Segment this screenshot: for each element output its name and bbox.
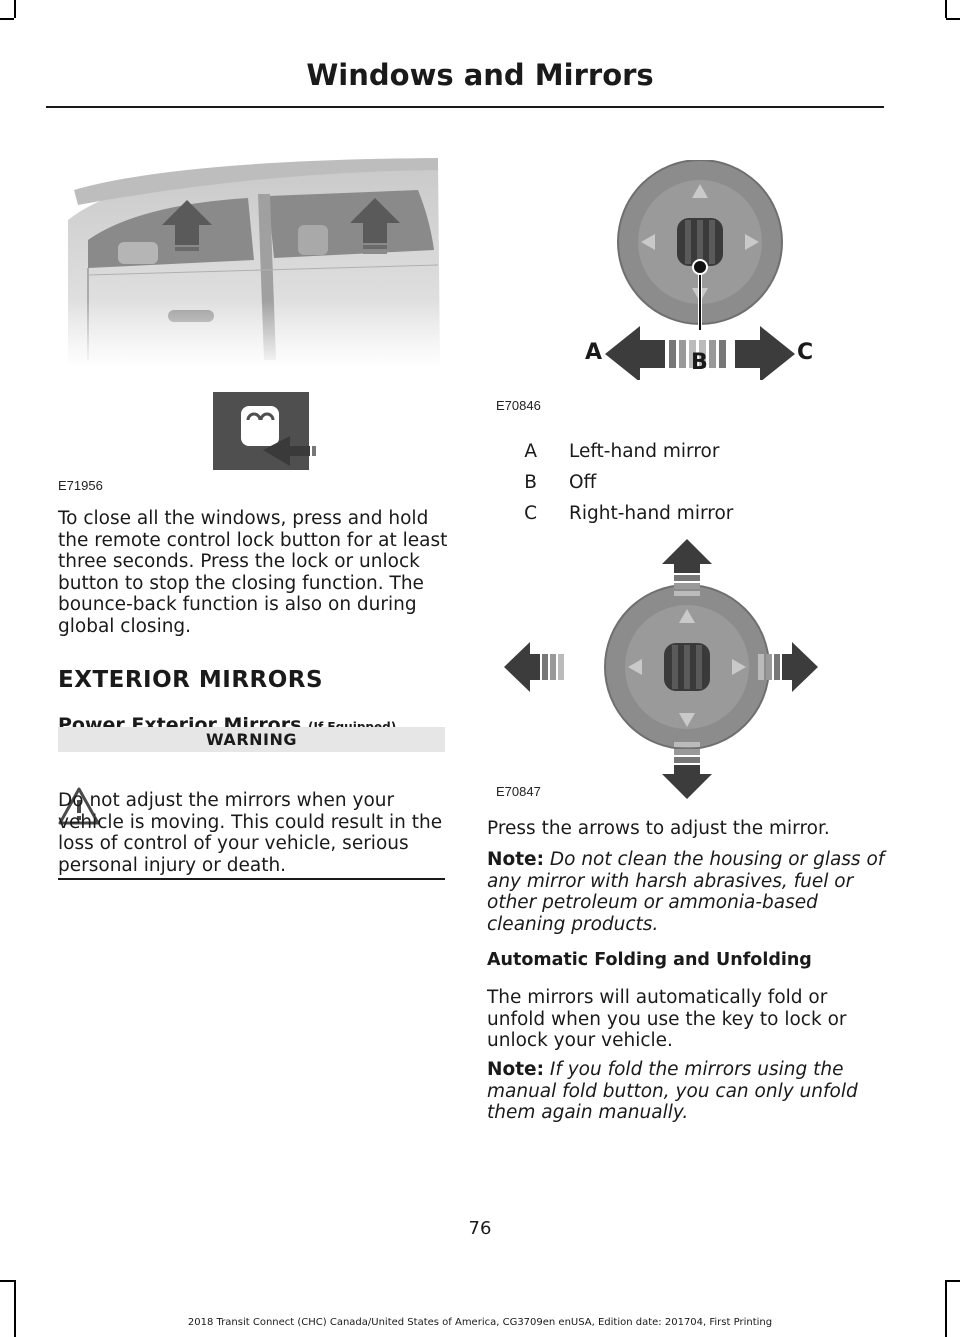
- warning-triangle-icon: [58, 787, 100, 825]
- arrow-up-icon: [662, 539, 712, 596]
- note-label: Note:: [487, 1059, 544, 1080]
- closing-instructions: To close all the windows, press and hold…: [58, 508, 448, 637]
- adjust-instructions: Press the arrows to adjust the mirror.: [487, 818, 830, 839]
- crop-mark: [946, 18, 960, 20]
- manual-fold-note: Note: If you fold the mirrors using the …: [487, 1059, 887, 1124]
- page-number: 76: [468, 1218, 492, 1239]
- legend-key: C: [524, 503, 537, 524]
- arrow-right-icon: [758, 642, 818, 692]
- window-up-arrow-icon: [162, 200, 212, 256]
- crop-mark: [14, 1280, 16, 1337]
- crop-mark: [0, 1280, 14, 1282]
- callout-a: A: [585, 340, 603, 365]
- mirror-switch-illustration: [605, 160, 795, 380]
- header-rule: [46, 106, 884, 108]
- auto-fold-heading: Automatic Folding and Unfolding: [487, 950, 812, 970]
- legend-value: Off: [569, 472, 597, 493]
- auto-fold-text: The mirrors will automatically fold or u…: [487, 987, 847, 1051]
- car-windows-illustration: [58, 158, 448, 470]
- callout-c: C: [797, 340, 814, 365]
- crop-mark: [14, 0, 16, 18]
- cleaning-note: Note: Do not clean the housing or glass …: [487, 849, 887, 935]
- page-footer: 2018 Transit Connect (CHC) Canada/United…: [187, 1317, 773, 1328]
- section-title: EXTERIOR MIRRORS: [58, 667, 324, 693]
- warning-header: WARNING: [58, 727, 445, 752]
- crop-mark: [946, 1280, 960, 1282]
- crop-mark: [945, 1280, 947, 1337]
- legend-key: A: [524, 441, 537, 462]
- legend-key: B: [524, 472, 537, 493]
- mirror-adjust-illustration: [504, 539, 818, 799]
- figure-id: E70846: [496, 398, 541, 413]
- warning-text: Do not adjust the mirrors when your vehi…: [58, 790, 450, 876]
- remote-lock-button-icon: [213, 392, 316, 470]
- note-text: Do not clean the housing or glass of any…: [487, 849, 885, 935]
- crop-mark: [0, 18, 14, 20]
- figure-id: E71956: [58, 478, 103, 493]
- page-title: Windows and Mirrors: [306, 58, 654, 92]
- arrow-down-icon: [662, 742, 712, 799]
- warning-text-body: Do not adjust the mirrors when your vehi…: [58, 790, 443, 876]
- legend-value: Right-hand mirror: [569, 503, 734, 524]
- arrow-left-icon: [504, 642, 564, 692]
- figure-id: E70847: [496, 784, 541, 799]
- callout-b: B: [691, 350, 708, 375]
- note-text: If you fold the mirrors using the manual…: [487, 1059, 858, 1123]
- warning-bottom-rule: [58, 878, 445, 880]
- legend-value: Left-hand mirror: [569, 441, 720, 462]
- window-up-arrow-icon: [350, 198, 400, 254]
- crop-mark: [945, 0, 947, 18]
- note-label: Note:: [487, 849, 544, 870]
